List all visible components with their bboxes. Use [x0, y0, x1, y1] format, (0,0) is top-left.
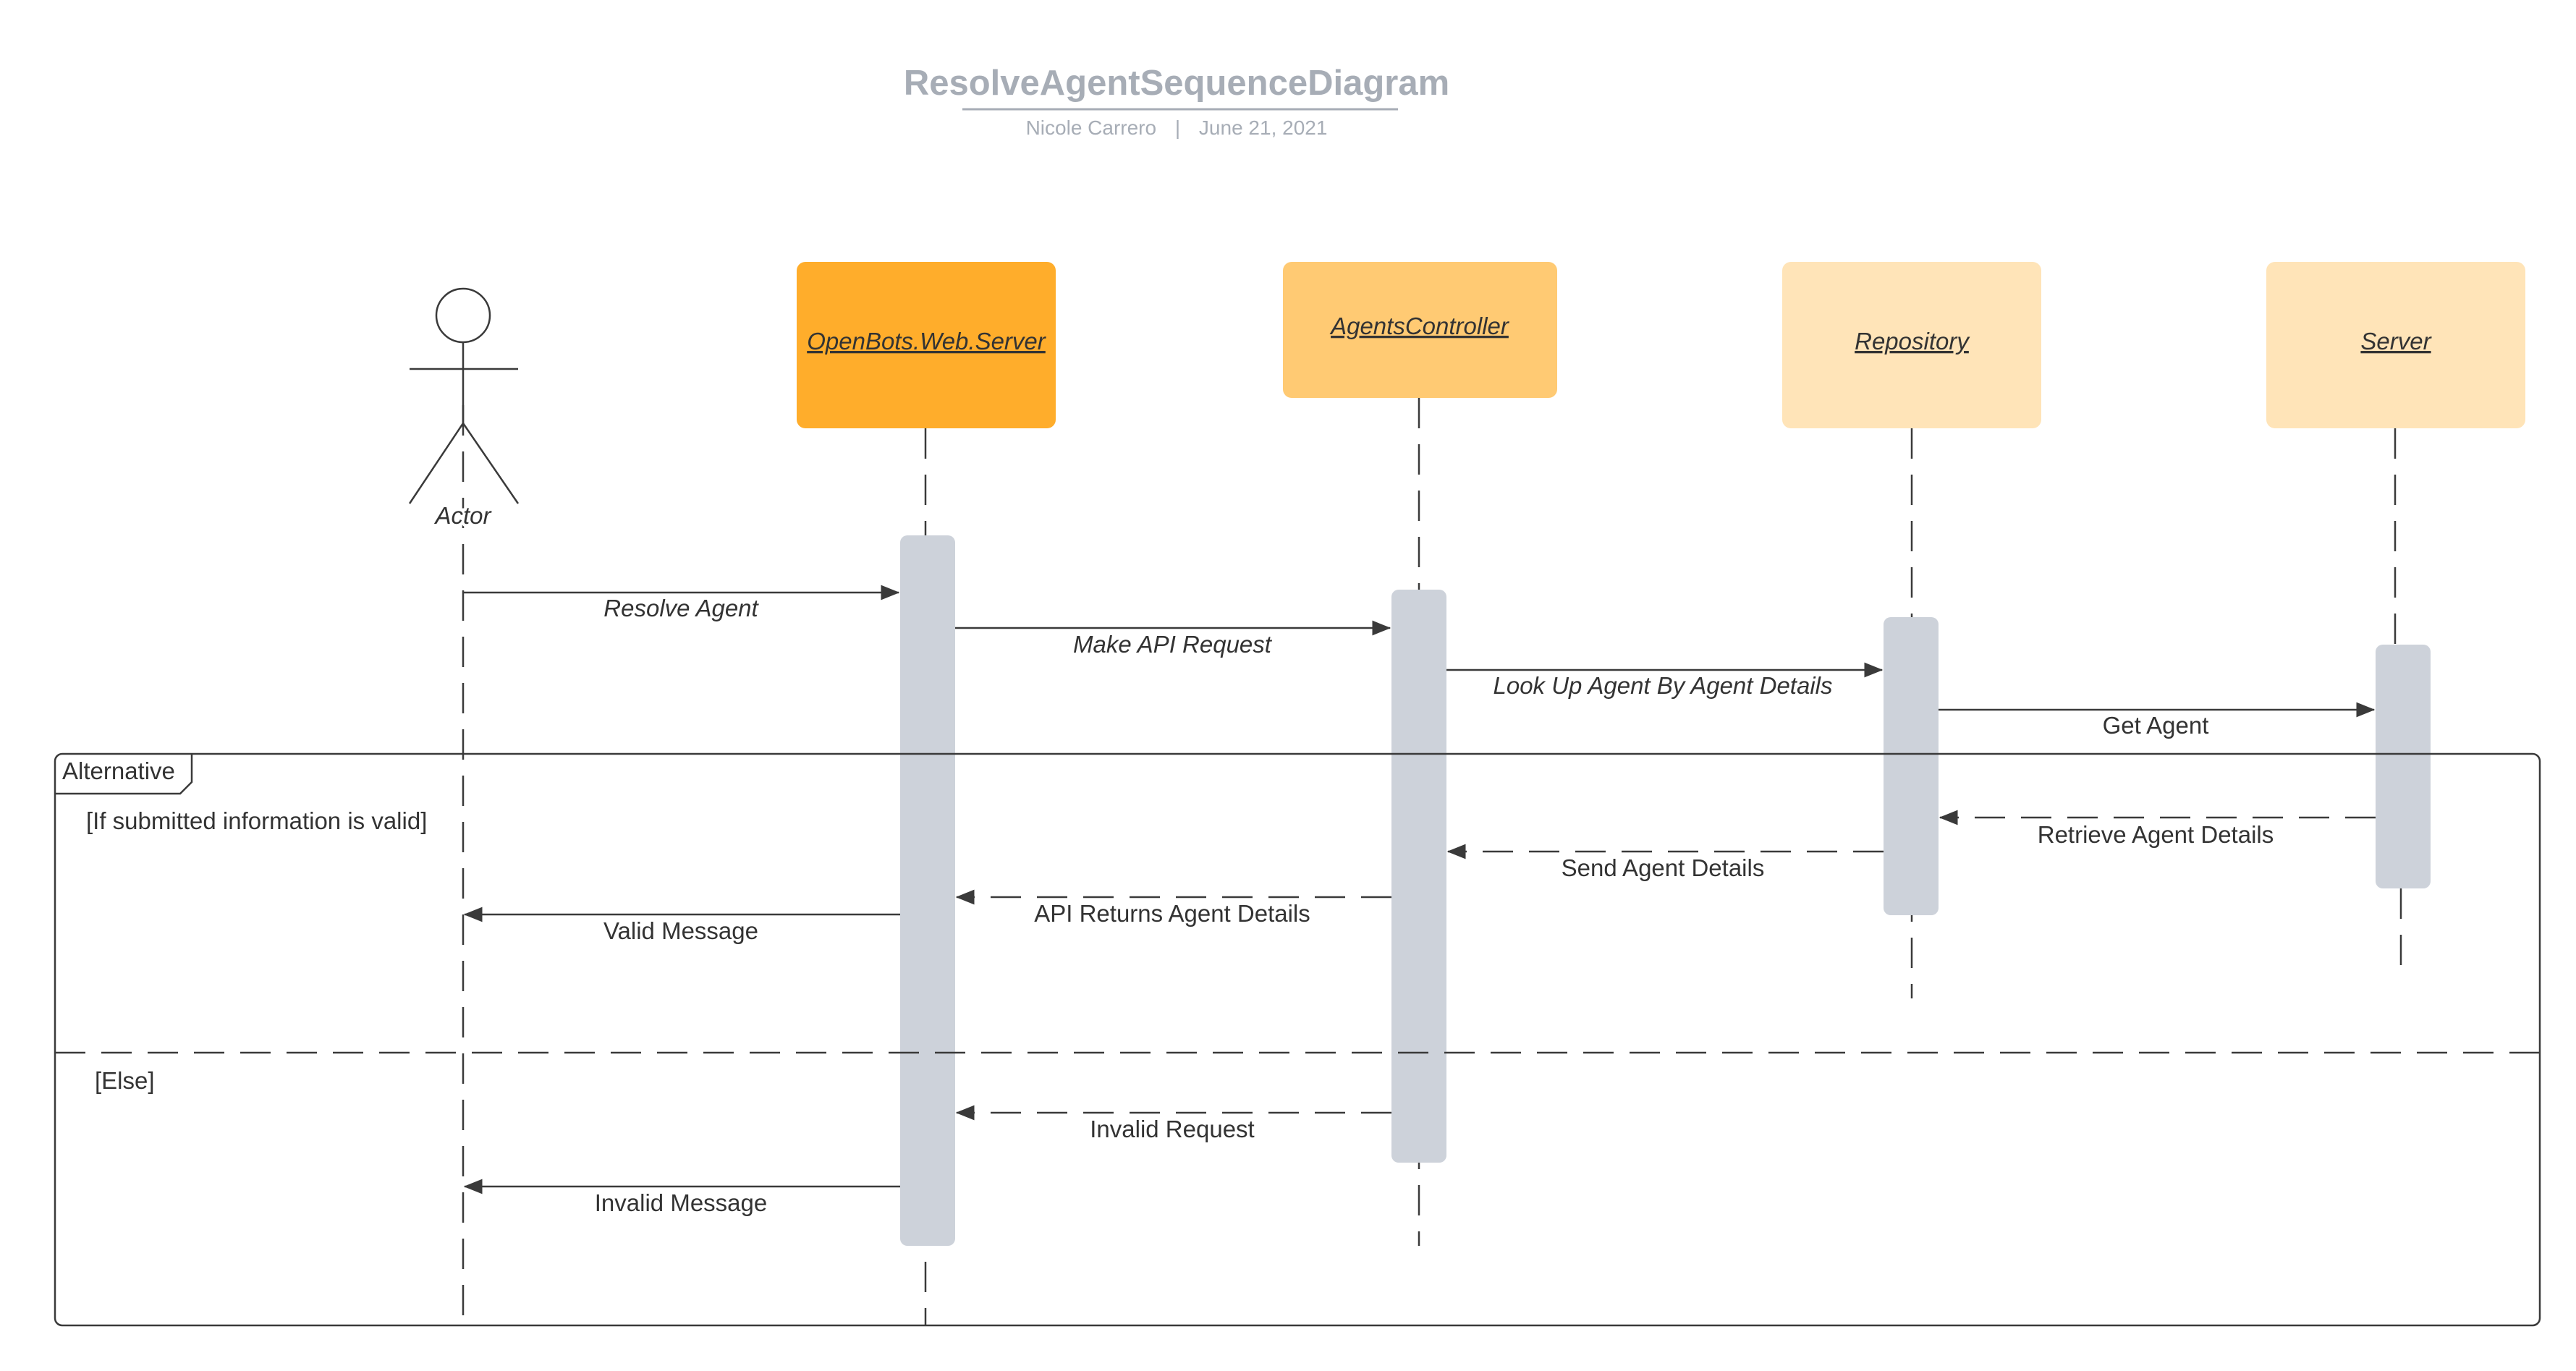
- participant-repository: Repository: [1782, 262, 2041, 428]
- message-label-send-agent-details: Send Agent Details: [1562, 854, 1765, 881]
- message-invalid-message: Invalid Message: [463, 1179, 900, 1216]
- diagram-date: June 21, 2021: [1199, 116, 1328, 139]
- message-retrieve-agent-details: Retrieve Agent Details: [1939, 810, 2376, 848]
- actor-label: Actor: [433, 502, 492, 529]
- actor-figure: [408, 287, 520, 504]
- participant-box-agents-controller: [1283, 262, 1557, 398]
- messages: Resolve Agent Make API Request Look Up A…: [463, 585, 2376, 1216]
- message-label-valid-message: Valid Message: [603, 917, 758, 944]
- message-send-agent-details: Send Agent Details: [1446, 844, 1884, 881]
- message-label-invalid-request: Invalid Request: [1090, 1116, 1254, 1142]
- participant-agents-controller: AgentsController: [1283, 262, 1557, 398]
- activation-repository: [1884, 617, 1939, 915]
- participant-label-server: Server: [2360, 328, 2432, 355]
- author-name: Nicole Carrero: [1026, 116, 1157, 139]
- activation-agents-controller: [1391, 590, 1446, 1163]
- message-get-agent: Get Agent: [1939, 702, 2376, 739]
- participant-label-agents-controller: AgentsController: [1329, 313, 1510, 339]
- participant-box-server: [2266, 262, 2525, 428]
- alt-frame: Alternative [If submitted information is…: [54, 752, 2541, 1327]
- diagram-header: ResolveAgentSequenceDiagram Nicole Carre…: [904, 64, 1449, 139]
- message-label-retrieve-agent-details: Retrieve Agent Details: [2038, 821, 2274, 848]
- activation-openbots: [900, 535, 955, 1246]
- activation-server: [2376, 645, 2431, 888]
- subtitle-separator: |: [1175, 116, 1180, 139]
- participant-label-repository: Repository: [1855, 328, 1970, 355]
- actor-head: [435, 287, 491, 344]
- participant-box-openbots: [797, 262, 1056, 428]
- message-label-look-up-agent: Look Up Agent By Agent Details: [1494, 672, 1833, 699]
- guard-else: [Else]: [95, 1067, 155, 1094]
- message-valid-message: Valid Message: [463, 907, 900, 944]
- participant-openbots: OpenBots.Web.Server: [797, 262, 1056, 428]
- message-invalid-request: Invalid Request: [955, 1105, 1391, 1142]
- guard-valid: [If submitted information is valid]: [86, 807, 427, 834]
- message-look-up-agent: Look Up Agent By Agent Details: [1446, 662, 1884, 699]
- message-make-api-request: Make API Request: [955, 620, 1391, 658]
- activations: [900, 535, 2431, 1246]
- message-label-resolve-agent: Resolve Agent: [603, 595, 759, 621]
- message-label-api-returns-agent-details: API Returns Agent Details: [1034, 900, 1310, 927]
- message-api-returns-agent-details: API Returns Agent Details: [955, 889, 1391, 927]
- participant-label-openbots: OpenBots.Web.Server: [807, 328, 1047, 355]
- alt-frame-tab: [55, 754, 193, 795]
- participant-box-repository: [1782, 262, 2041, 428]
- alt-frame-border: [54, 752, 2541, 1327]
- actor-right-leg: [462, 423, 520, 504]
- diagram-title: ResolveAgentSequenceDiagram: [904, 64, 1449, 103]
- message-resolve-agent: Resolve Agent: [463, 585, 900, 621]
- message-label-get-agent: Get Agent: [2103, 712, 2209, 739]
- participant-server: Server: [2266, 262, 2525, 428]
- alt-frame-label: Alternative: [62, 757, 175, 784]
- actor-left-leg: [408, 423, 465, 504]
- diagram-subtitle: Nicole Carrero | June 21, 2021: [1026, 116, 1328, 139]
- message-label-invalid-message: Invalid Message: [595, 1189, 767, 1216]
- message-label-make-api-request: Make API Request: [1073, 631, 1273, 658]
